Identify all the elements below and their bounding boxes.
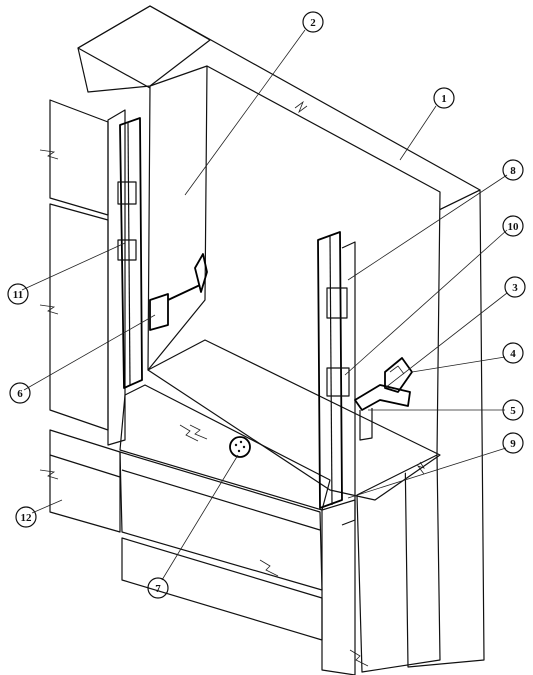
left-clip-lower [117,239,137,261]
callout-8-label: 8 [510,165,516,177]
insulation-top-band [77,5,211,93]
left-l-bracket [149,284,201,331]
panel-right-bottom [321,499,356,675]
leader-2 [184,29,306,196]
callout-3: 3 [504,276,526,298]
callout-9: 9 [502,432,524,454]
left-clip-upper [117,181,137,205]
callout-10: 10 [502,215,524,237]
panel-upper-left-2 [49,203,109,431]
panel-left-front [107,109,126,446]
callout-1-label: 1 [441,93,447,105]
insulation-sill [147,339,441,501]
leader-8 [347,174,508,281]
concrete-wall [77,5,485,668]
callout-8: 8 [502,159,524,181]
right-vertical-rail [317,231,343,509]
leader-6 [23,314,156,391]
leader-3 [384,292,508,389]
leader-9 [347,447,507,499]
callout-2-label: 2 [310,17,316,29]
callout-7-label: 7 [155,583,161,595]
callout-4: 4 [502,342,524,364]
callout-9-label: 9 [510,438,516,450]
callout-12-label: 12 [21,512,33,524]
callout-12: 12 [15,506,37,528]
right-clip-upper [326,287,348,319]
left-rail-system [117,117,208,389]
wall-inner-back [150,66,440,500]
left-vertical-rail [119,117,143,389]
wall-right-face [401,189,485,668]
leader-lines [21,29,508,581]
leader-4 [411,356,506,373]
right-l-bracket [354,384,411,411]
callout-5-label: 5 [510,405,516,417]
cladding-left [39,99,369,675]
callout-6: 6 [9,382,31,404]
insulation [77,5,441,673]
leader-7 [161,454,239,581]
right-clip-middle [326,367,350,397]
leader-10 [344,229,508,376]
callout-2: 2 [302,11,324,33]
leader-11 [21,242,126,291]
dowel-head [229,436,251,458]
opening-return [119,384,331,511]
callout-10-label: 10 [508,221,520,233]
panel-upper-left-1 [49,99,109,216]
callout-6-label: 6 [17,388,23,400]
panel-lower-bottom [121,537,323,641]
callout-4-label: 4 [510,348,516,360]
insulation-left [147,65,208,371]
callout-1: 1 [433,87,455,109]
callouts: 1 2 3 4 5 6 7 8 [7,11,526,599]
callout-5: 5 [502,399,524,421]
leader-1 [399,105,437,161]
panel-lower-left [49,429,121,533]
leader-12 [31,499,63,514]
callout-7: 7 [147,577,169,599]
right-rail-system [317,231,413,526]
callout-3-label: 3 [512,282,518,294]
callout-11: 11 [7,283,29,305]
callout-11-label: 11 [13,289,23,301]
sill-return-panel [119,384,331,511]
insulation-right-lower [356,454,441,673]
anchor-dowel [229,436,251,458]
